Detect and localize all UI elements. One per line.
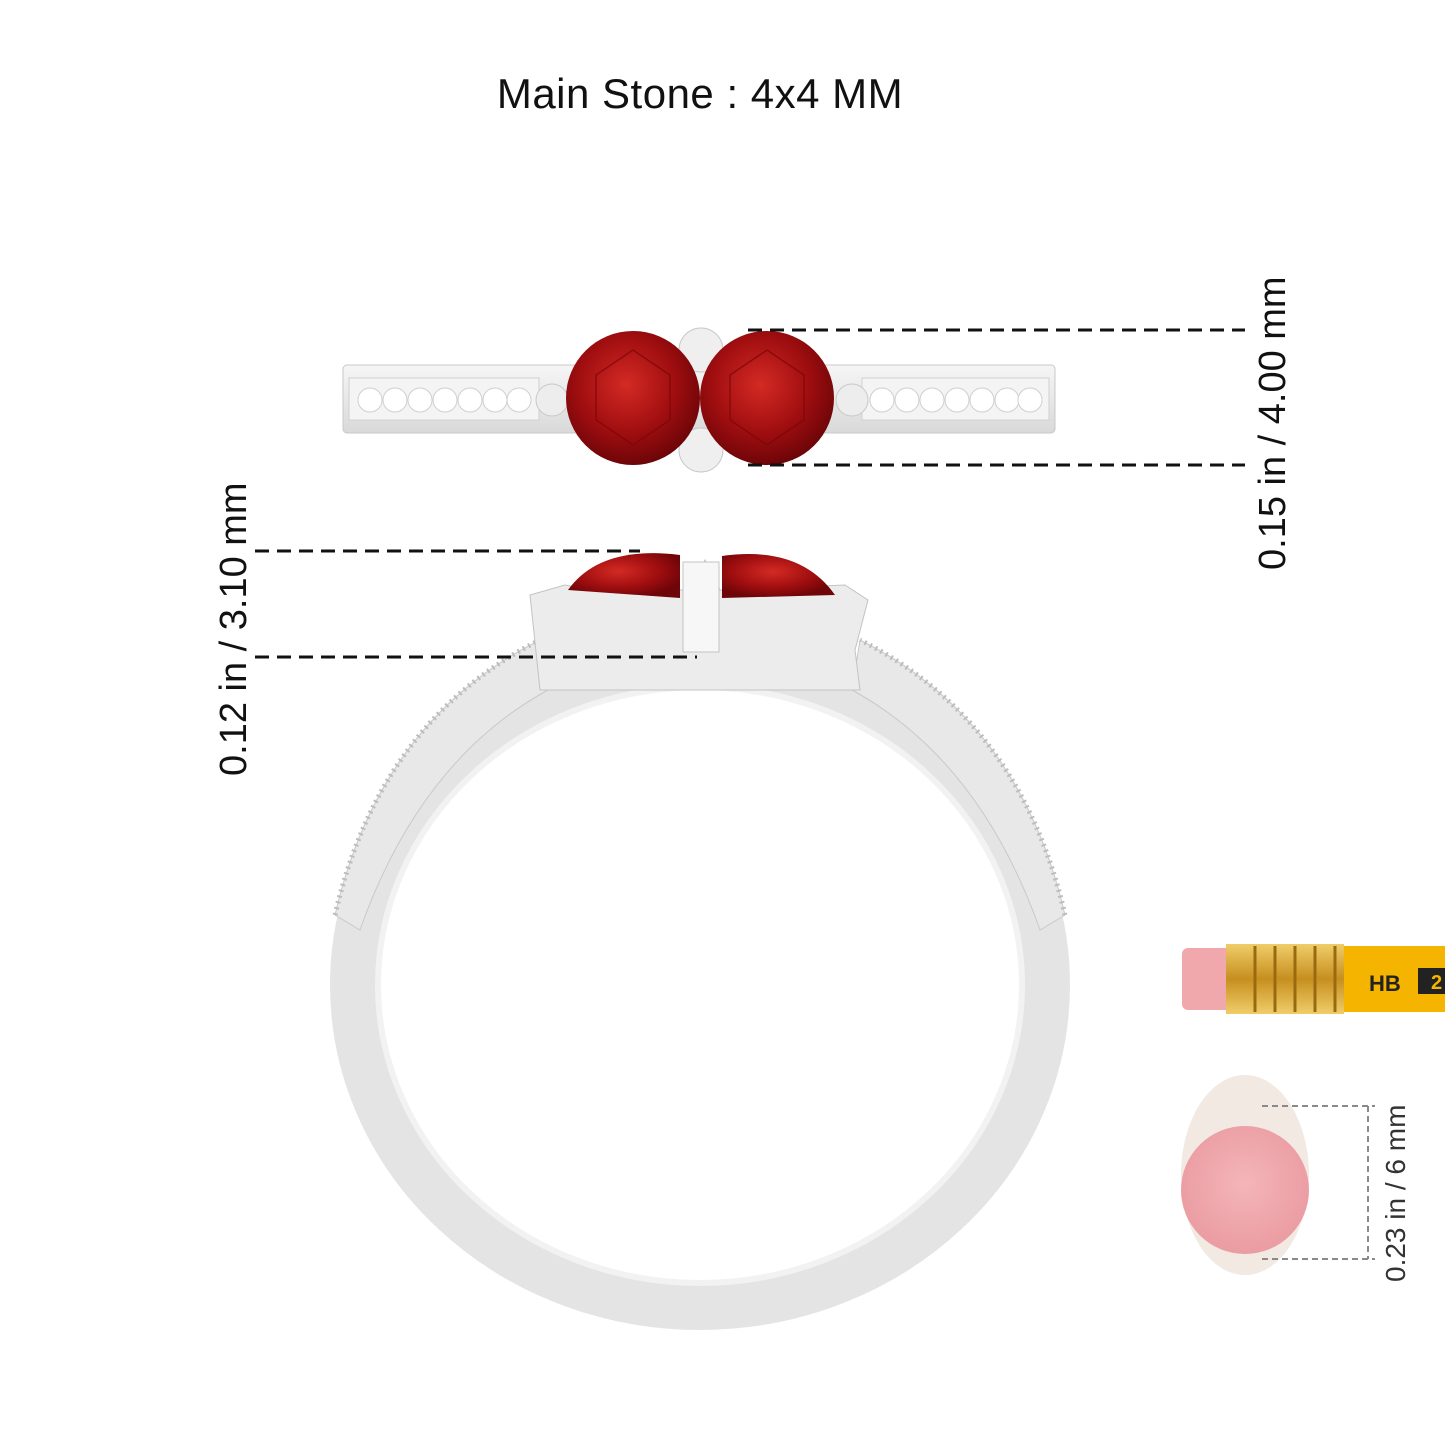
eraser-diameter-label: 0.23 in / 6 mm <box>1380 1104 1411 1282</box>
main-stone-title: Main Stone : 4x4 MM <box>496 70 904 117</box>
ruby-right <box>700 331 834 465</box>
pencil: HB 2 <box>1182 944 1445 1014</box>
ring-side-view <box>330 553 1070 1330</box>
eraser-guides <box>1262 1105 1375 1260</box>
ruby-side-left <box>568 553 680 598</box>
height-guides <box>255 549 697 659</box>
width-guides <box>748 328 1245 467</box>
ruby-left <box>566 331 700 465</box>
side-height-label: 0.12 in / 3.10 mm <box>213 482 255 776</box>
pencil-number: 2 <box>1431 972 1442 994</box>
ruby-side-right <box>722 554 835 598</box>
top-width-label: 0.15 in / 4.00 mm <box>1252 276 1294 570</box>
ring-top-view <box>342 327 1056 473</box>
pencil-grade: HB <box>1369 971 1401 996</box>
eraser-end <box>1181 1075 1309 1275</box>
